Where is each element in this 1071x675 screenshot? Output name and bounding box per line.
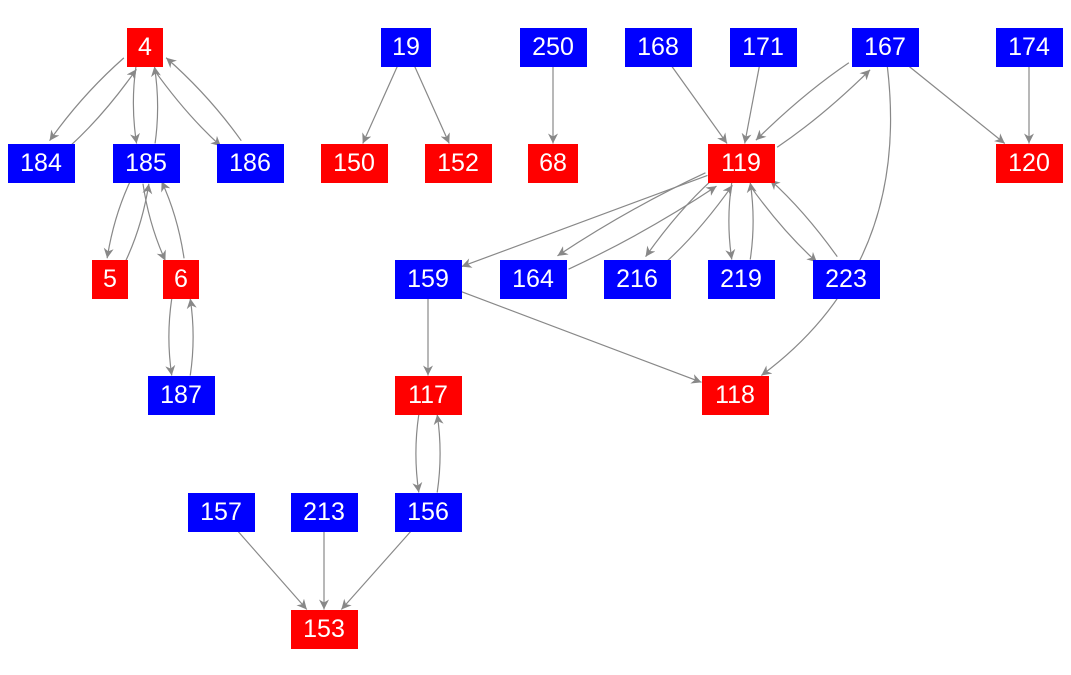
node-157[interactable]: 157 [187,492,255,532]
edge-216-to-119 [665,184,733,263]
edge-167-to-118 [760,66,892,376]
edge-156-to-153 [340,531,412,610]
edge-184-to-4 [69,68,137,147]
edge-219-to-119 [746,182,757,260]
edge-4-to-186 [153,68,222,147]
edge-164-to-119 [568,185,717,270]
node-153[interactable]: 153 [290,609,358,649]
edge-185-to-6 [142,183,166,261]
edge-119-to-167 [776,69,871,148]
edge-19-to-150 [362,66,398,144]
edge-157-to-153 [237,531,308,610]
edge-4-to-185 [130,66,140,144]
node-219[interactable]: 219 [707,259,775,299]
node-19[interactable]: 19 [381,27,431,67]
edge-5-to-185 [125,183,153,261]
edge-185-to-5 [103,181,131,259]
node-171[interactable]: 171 [729,27,797,67]
edge-119-to-164 [557,172,706,257]
edge-19-to-152 [414,66,450,144]
node-159[interactable]: 159 [394,259,462,299]
edge-119-to-223 [749,184,818,263]
edge-223-to-119 [769,179,838,258]
node-6[interactable]: 6 [163,259,199,299]
node-187[interactable]: 187 [147,375,215,415]
node-223[interactable]: 223 [812,259,880,299]
edge-185-to-4 [151,66,161,144]
node-152[interactable]: 152 [424,143,492,183]
node-119[interactable]: 119 [707,143,775,183]
node-118[interactable]: 118 [701,375,769,415]
edge-171-to-119 [741,66,760,144]
node-4[interactable]: 4 [127,27,163,67]
node-117[interactable]: 117 [394,375,462,415]
edge-187-to-6 [186,298,197,376]
edge-119-to-216 [645,179,713,258]
node-216[interactable]: 216 [603,259,671,299]
node-150[interactable]: 150 [320,143,388,183]
node-250[interactable]: 250 [519,27,587,67]
edge-168-to-119 [671,66,728,144]
edge-167-to-119 [755,62,850,141]
edge-186-to-4 [165,57,242,142]
edge-6-to-187 [165,298,176,376]
node-185[interactable]: 185 [112,143,180,183]
node-184[interactable]: 184 [7,143,75,183]
node-156[interactable]: 156 [394,492,462,532]
edge-159-to-118 [461,291,702,384]
node-120[interactable]: 120 [995,143,1063,183]
edge-156-to-117 [433,414,444,493]
node-68[interactable]: 68 [528,143,578,183]
edge-6-to-185 [161,181,185,259]
node-186[interactable]: 186 [216,143,284,183]
node-168[interactable]: 168 [624,27,692,67]
node-213[interactable]: 213 [290,492,358,532]
edge-117-to-156 [412,414,423,493]
node-164[interactable]: 164 [499,259,567,299]
node-167[interactable]: 167 [851,27,919,67]
edge-119-to-219 [725,182,736,260]
edge-167-to-120 [908,66,1006,144]
node-174[interactable]: 174 [995,27,1063,67]
node-5[interactable]: 5 [92,259,128,299]
edge-4-to-184 [49,57,125,142]
